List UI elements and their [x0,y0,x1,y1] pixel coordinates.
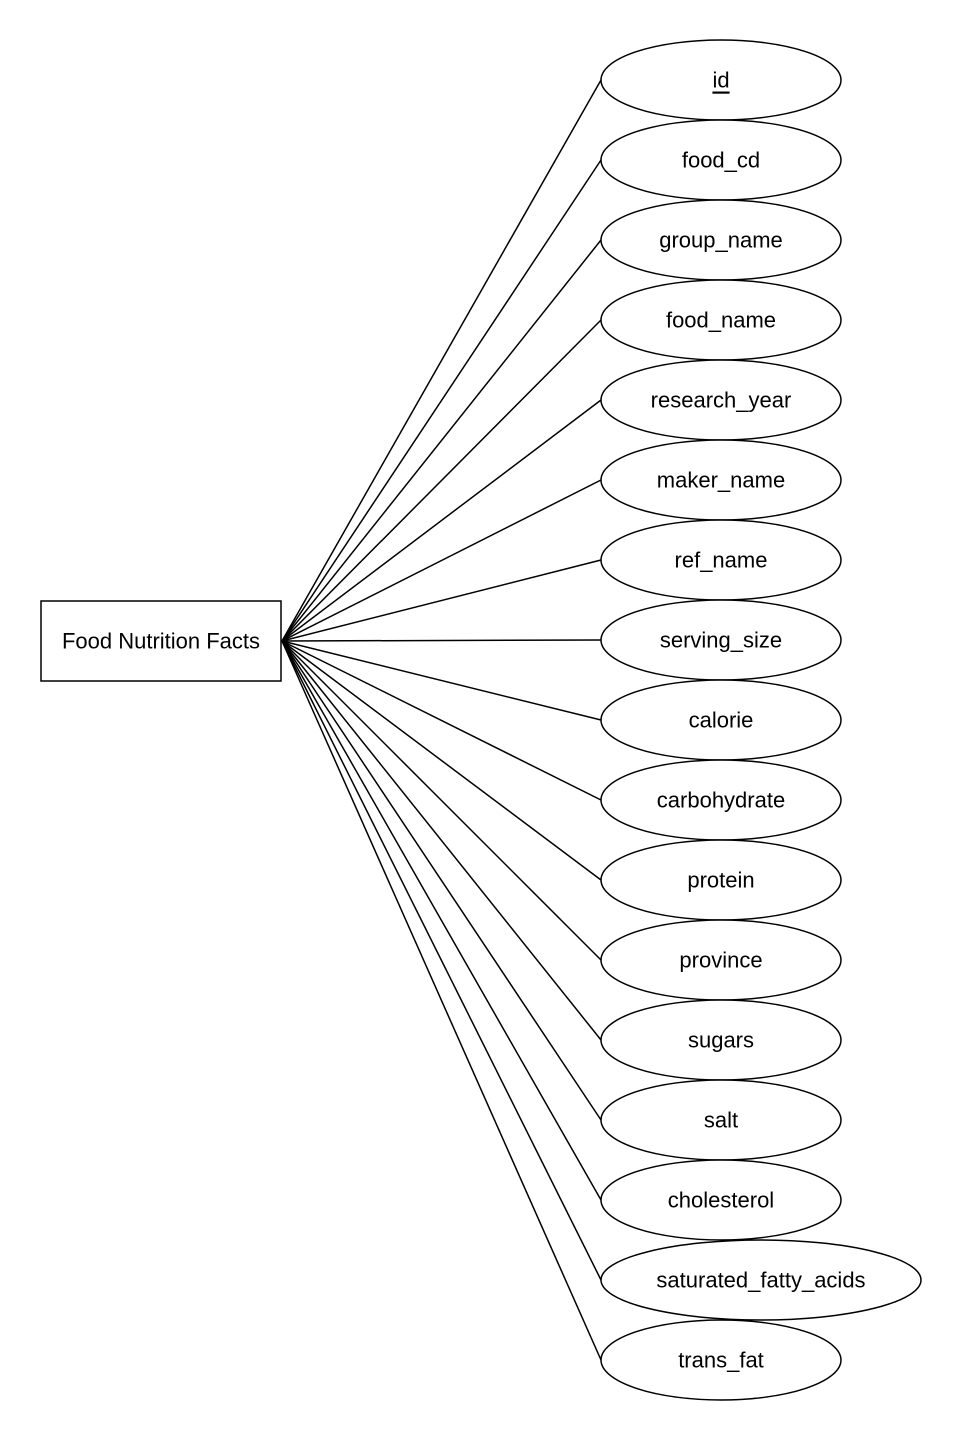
connector-id [281,79,602,642]
attribute-cholesterol[interactable]: cholesterol [600,1159,842,1241]
attribute-serving-size[interactable]: serving_size [600,599,842,681]
connector-group-name [281,239,602,642]
attribute-ellipse [600,1319,842,1401]
attribute-research-year[interactable]: research_year [600,359,842,441]
attribute-food-cd[interactable]: food_cd [600,119,842,201]
attribute-group-name[interactable]: group_name [600,199,842,281]
attribute-sugars[interactable]: sugars [600,999,842,1081]
attribute-label: province [679,948,762,973]
attribute-calorie[interactable]: calorie [600,679,842,761]
attribute-label: maker_name [657,468,785,493]
connector-research-year [281,399,602,642]
attribute-trans-fat[interactable]: trans_fat [600,1319,842,1401]
connector-saturated-fatty-acids [281,640,602,1281]
attribute-label: research_year [651,388,792,413]
connector-serving-size [281,639,602,642]
connector-cholesterol [281,640,602,1201]
attribute-label: cholesterol [668,1188,774,1213]
primary-key-label: id [712,68,729,93]
connector-maker-name [281,479,602,642]
attribute-carbohydrate[interactable]: carbohydrate [600,759,842,841]
attribute-label: ref_name [675,548,768,573]
attribute-protein[interactable]: protein [600,839,842,921]
attribute-label: trans_fat [678,1348,764,1373]
attribute-label: sugars [688,1028,754,1053]
connector-protein [281,640,602,881]
connector-trans-fat [281,640,602,1361]
connector-food-name [281,319,602,642]
connector-food-cd [281,159,602,642]
connector-carbohydrate [281,640,602,801]
entity-label: Food Nutrition Facts [62,629,260,654]
attribute-province[interactable]: province [600,919,842,1001]
attribute-ellipse [600,1239,922,1321]
attribute-label: carbohydrate [657,788,785,813]
connector-sugars [281,640,602,1041]
connector-ref-name [281,559,602,642]
connector-calorie [281,640,602,721]
connector-lines [281,79,602,1361]
entity-box [40,600,282,682]
attribute-label: serving_size [660,628,782,653]
attribute-label: food_name [666,308,776,333]
attribute-label: food_cd [682,148,760,173]
attribute-salt[interactable]: salt [600,1079,842,1161]
attribute-list: id food_cd group_name food_name research_yea… [600,39,922,1401]
attribute-id[interactable]: id [600,39,842,121]
attribute-ref-name[interactable]: ref_name [600,519,842,601]
entity-food-nutrition-facts[interactable]: Food Nutrition Facts [40,600,282,682]
attribute-label: salt [704,1108,738,1133]
attribute-ellipse [600,1159,842,1241]
attribute-maker-name[interactable]: maker_name [600,439,842,521]
attribute-label: protein [687,868,754,893]
attribute-label: group_name [659,228,783,253]
connector-salt [281,640,602,1121]
attribute-saturated-fatty-acids[interactable]: saturated_fatty_acids [600,1239,922,1321]
attribute-food-name[interactable]: food_name [600,279,842,361]
attribute-label: calorie [689,708,754,733]
connector-province [281,640,602,961]
attribute-label: saturated_fatty_acids [656,1268,865,1293]
